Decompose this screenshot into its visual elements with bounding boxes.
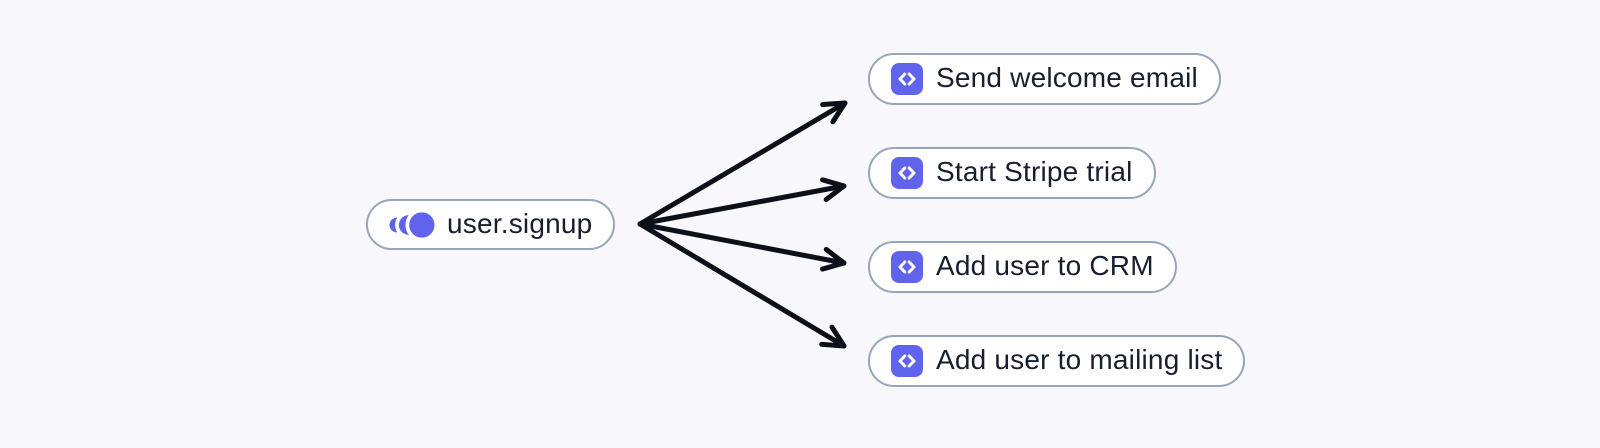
event-pulse-icon: [389, 209, 435, 240]
event-node-user-signup[interactable]: user.signup: [366, 199, 616, 250]
code-icon: [891, 63, 923, 95]
edge-arrow: [637, 177, 847, 227]
edge-arrow: [637, 221, 847, 349]
event-node-label: user.signup: [447, 207, 593, 239]
function-node-start-stripe-trial[interactable]: Start Stripe trial: [868, 147, 1156, 199]
code-icon: [891, 251, 923, 283]
function-node-send-welcome-email[interactable]: Send welcome email: [868, 53, 1221, 105]
edge-arrow: [637, 221, 847, 272]
function-node-add-user-to-crm[interactable]: Add user to CRM: [868, 241, 1177, 293]
function-node-label: Add user to mailing list: [936, 344, 1223, 375]
code-icon: [891, 157, 923, 189]
edge-arrow: [637, 100, 848, 227]
function-node-label: Add user to CRM: [936, 250, 1154, 281]
function-node-label: Start Stripe trial: [936, 156, 1133, 187]
code-icon: [891, 345, 923, 377]
function-node-label: Send welcome email: [936, 62, 1198, 93]
function-node-add-user-to-mailing-list[interactable]: Add user to mailing list: [868, 335, 1246, 387]
